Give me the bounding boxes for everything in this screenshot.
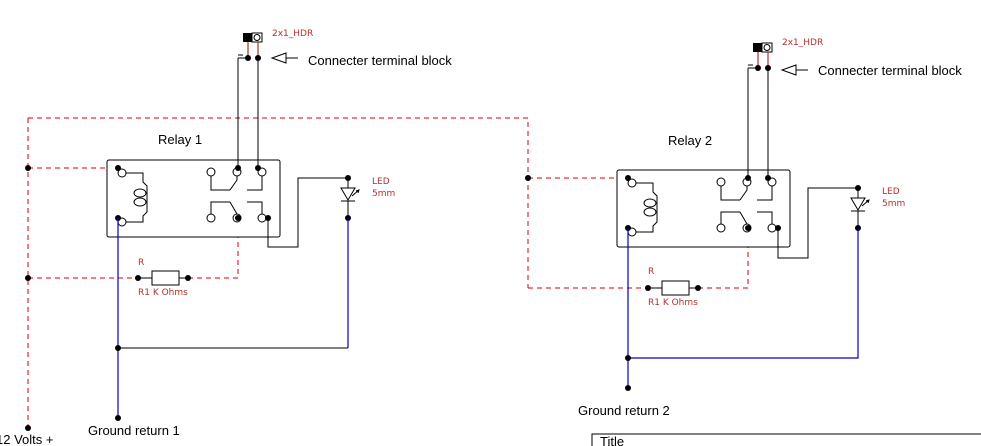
led-icon (340, 187, 356, 218)
relay1-coil (117, 168, 148, 227)
relay2-resistor: R R1 K Ohms (645, 267, 701, 308)
relay1-resistor-right (188, 218, 239, 279)
header-pin-circle (253, 34, 261, 41)
junction-dot (525, 175, 531, 181)
relay1-body (106, 159, 281, 238)
relay2-led-label: LED (882, 187, 900, 197)
relay2-led-size: 5mm (882, 199, 905, 209)
arrow-icon (780, 64, 808, 76)
arrow-icon (270, 52, 298, 64)
title-block-label: Title (600, 434, 624, 446)
relay2-header: 2x1_HDR Connecter terminal block (747, 38, 962, 178)
relay2-connector-label: Connecter terminal block (818, 63, 962, 78)
coil-pin-dot (115, 165, 121, 171)
supply-bus-top (28, 117, 529, 288)
relay2-body (616, 169, 791, 248)
relay2-led: LED 5mm (777, 185, 905, 259)
power-net (25, 117, 749, 431)
led-icon (850, 197, 866, 228)
relay2-coil (627, 178, 658, 237)
header-pin-1 (243, 33, 252, 42)
relay2-resistor-ref: R (648, 267, 654, 277)
junction-dot (25, 275, 31, 281)
relay1-resistor-ref: R (138, 258, 144, 268)
relay2-resistor-value: R1 K Ohms (648, 298, 698, 308)
resistor-body (151, 270, 180, 286)
relay2-ground-label: Ground return 2 (578, 403, 670, 418)
relay1-ground-label: Ground return 1 (88, 423, 180, 438)
relay1-led: LED 5mm (267, 175, 395, 248)
relay2-label: Relay 2 (668, 133, 712, 148)
relay-2: Relay 2 (616, 133, 791, 248)
relay1-led-label: LED (372, 177, 390, 187)
contact-dot (235, 215, 241, 221)
relay1-header: 2x1_HDR Connecter terminal block (237, 29, 452, 168)
relay1-header-label: 2x1_HDR (272, 29, 313, 39)
relay2-ground: Ground return 2 (578, 228, 859, 418)
relay1-label: Relay 1 (158, 132, 202, 147)
relay2-header-label: 2x1_HDR (782, 38, 823, 48)
relay1-resistor-value: R1 K Ohms (138, 288, 188, 298)
relay1-connector-label: Connecter terminal block (308, 53, 452, 68)
relay1-resistor: R R1 K Ohms (135, 258, 191, 298)
junction-dot (25, 165, 31, 171)
relay2-resistor-right (698, 228, 749, 289)
title-block: Title (591, 433, 981, 446)
relay-1: Relay 1 (106, 132, 281, 238)
relay1-ground: Ground return 1 (88, 218, 349, 438)
relay1-led-size: 5mm (372, 189, 395, 199)
terminal-dot (25, 425, 31, 431)
supply-label: 12 Volts + (0, 432, 53, 446)
